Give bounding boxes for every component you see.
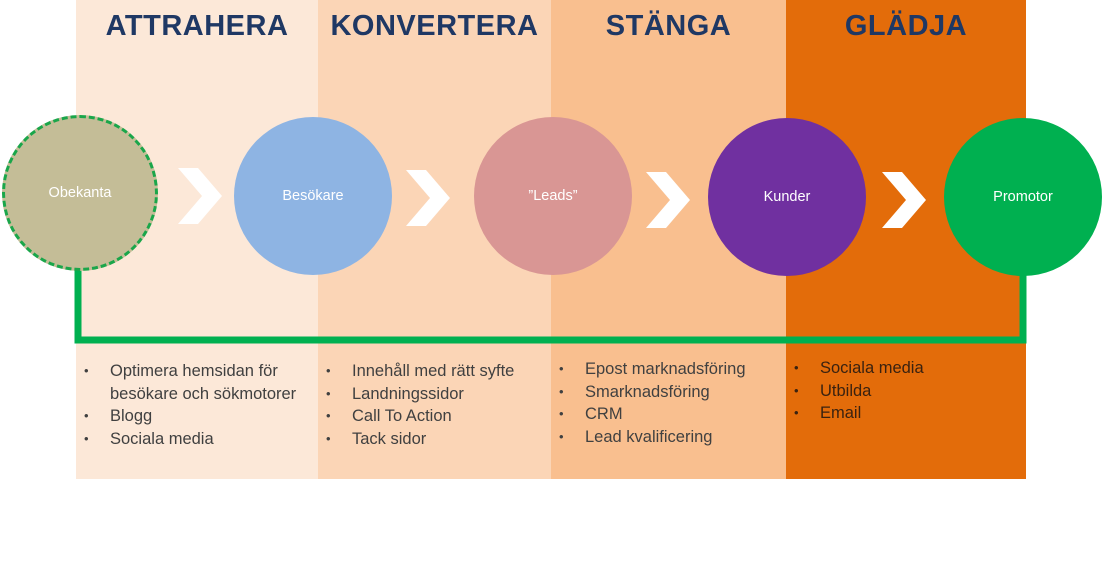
chevron-right-icon bbox=[406, 170, 450, 226]
bullet-item: Lead kvalificering bbox=[551, 426, 786, 449]
node-kunder: Kunder bbox=[708, 118, 866, 276]
node-besokare: Besökare bbox=[234, 117, 392, 275]
bullet-item: Call To Action bbox=[318, 405, 551, 428]
node-label: Besökare bbox=[282, 188, 344, 204]
stage-title: KONVERTERA bbox=[330, 10, 539, 42]
bullet-item: Epost marknadsföring bbox=[551, 358, 786, 381]
node-obekanta: Obekanta bbox=[2, 115, 158, 271]
stage-bullets: Sociala media Utbilda Email bbox=[786, 357, 1026, 425]
bullet-item: Landningssidor bbox=[318, 383, 551, 406]
chevron-right-icon bbox=[882, 172, 926, 228]
bullet-item: Innehåll med rätt syfte bbox=[318, 360, 551, 383]
bullet-item: Optimera hemsidan för besökare och sökmo… bbox=[76, 360, 318, 405]
chevron-right-icon bbox=[646, 172, 690, 228]
bullet-item: Smarknadsföring bbox=[551, 381, 786, 404]
stage-title: STÄNGA bbox=[605, 10, 732, 42]
stage-bullets: Epost marknadsföring Smarknadsföring CRM… bbox=[551, 358, 786, 448]
node-leads: ”Leads” bbox=[474, 117, 632, 275]
bullet-item: Blogg bbox=[76, 405, 318, 428]
bullet-item: Email bbox=[786, 402, 1026, 425]
bullet-item: Tack sidor bbox=[318, 428, 551, 451]
stage-bullets: Innehåll med rätt syfte Landningssidor C… bbox=[318, 360, 551, 450]
bullet-item: Sociala media bbox=[786, 357, 1026, 380]
stage-bullets: Optimera hemsidan för besökare och sökmo… bbox=[76, 360, 318, 450]
node-promotor: Promotor bbox=[944, 118, 1102, 276]
stage-title: GLÄDJA bbox=[844, 10, 968, 42]
stage-title: ATTRAHERA bbox=[105, 10, 289, 42]
node-label: Kunder bbox=[763, 189, 811, 205]
node-label: ”Leads” bbox=[528, 188, 578, 204]
bullet-item: Utbilda bbox=[786, 380, 1026, 403]
node-label: Promotor bbox=[993, 189, 1053, 205]
chevron-right-icon bbox=[178, 168, 222, 224]
bullet-item: CRM bbox=[551, 403, 786, 426]
bullet-item: Sociala media bbox=[76, 428, 318, 451]
node-label: Obekanta bbox=[48, 185, 112, 201]
